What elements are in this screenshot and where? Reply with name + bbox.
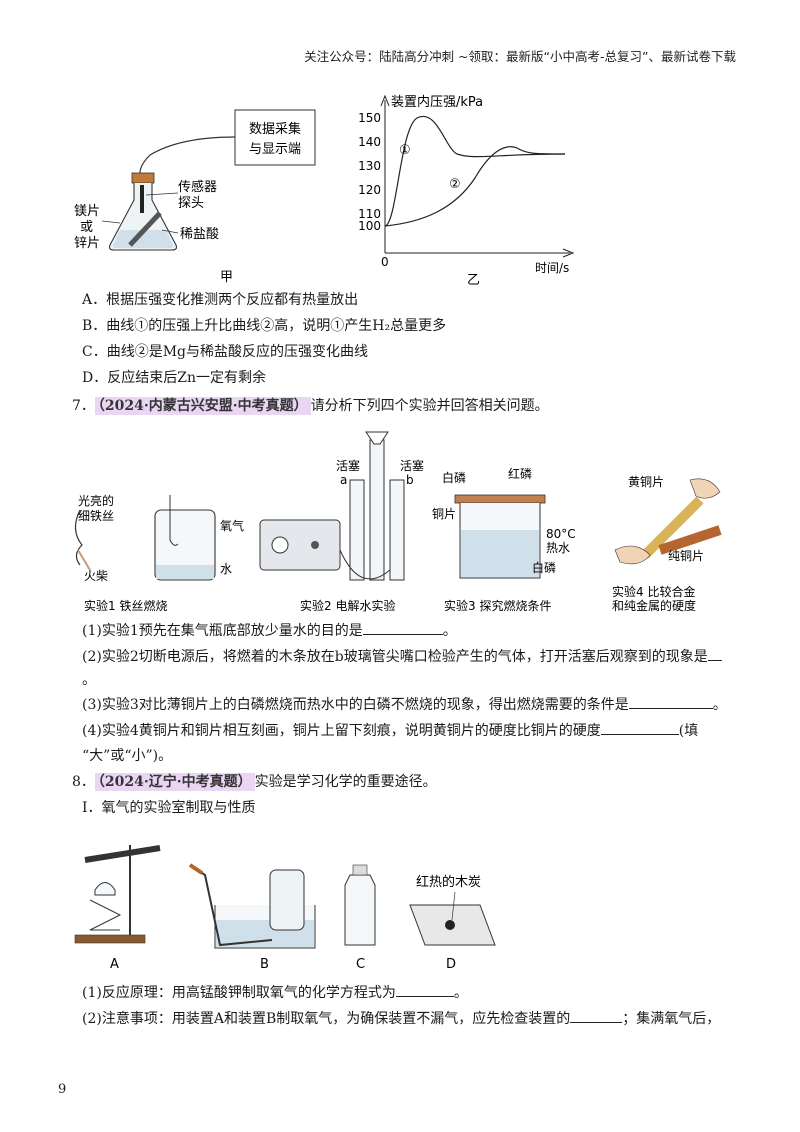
question-text: 请分析下列四个实验并回答相关问题。 bbox=[310, 398, 549, 414]
apparatus-a: A bbox=[74, 845, 161, 972]
svg-text:白磷: 白磷 bbox=[442, 470, 466, 485]
label-d-desc: 红热的木炭 bbox=[416, 874, 481, 890]
apparatus-b: B bbox=[188, 863, 316, 972]
question-text: 实验是学习化学的重要途径。 bbox=[254, 774, 437, 790]
curve-2-label: ② bbox=[449, 177, 461, 192]
experiment-2-diagram: 活塞 活塞 a b 实验2 电解水实验 bbox=[259, 431, 424, 613]
page-header: 关注公众号：陆陆高分冲刺 ~领取：最新版“小中高考-总复习”、最新试卷下载 bbox=[304, 49, 736, 64]
q8-sub1: (1)反应原理：用高锰酸钾制取氧气的化学方程式为。 bbox=[82, 982, 468, 1003]
svg-text:铜片: 铜片 bbox=[432, 506, 456, 521]
answer-blank[interactable] bbox=[395, 982, 454, 997]
tick-label: 130 bbox=[358, 159, 381, 173]
option-b: B．曲线①的压强上升比曲线②高，说明①产生H₂总量更多 bbox=[82, 318, 447, 334]
tick-label: 100 bbox=[358, 219, 381, 233]
answer-blank[interactable] bbox=[628, 694, 713, 709]
answer-blank[interactable] bbox=[600, 720, 679, 735]
stopper bbox=[131, 172, 155, 184]
label-sensor-2: 探头 bbox=[178, 196, 204, 211]
curve-2 bbox=[384, 146, 566, 227]
source-tag: （2024·辽宁·中考真题） bbox=[94, 773, 255, 791]
x-axis-label: 时间/s bbox=[535, 261, 569, 275]
svg-text:火柴: 火柴 bbox=[84, 569, 108, 583]
apparatus-d: 红热的木炭 D bbox=[409, 874, 496, 972]
option-c: C．曲线②是Mg与稀盐酸反应的压强变化曲线 bbox=[82, 344, 369, 360]
source-tag: （2024·内蒙古兴安盟·中考真题） bbox=[94, 397, 311, 415]
question-7-stem: 7．（2024·内蒙古兴安盟·中考真题）请分析下列四个实验并回答相关问题。 bbox=[72, 396, 549, 416]
question-8-stem: 8．（2024·辽宁·中考真题）实验是学习化学的重要途径。 bbox=[72, 772, 437, 792]
answer-blank[interactable] bbox=[362, 620, 443, 635]
figure-yi-graph: 装置内压强/kPa 时间/s 0 150 140 130 120 110 100… bbox=[358, 94, 575, 288]
tick-label: 120 bbox=[358, 183, 381, 197]
option-d: D．反应结束后Zn一定有剩余 bbox=[82, 370, 266, 386]
experiment-3-diagram: 白磷 红磷 铜片 80°C 热水 白磷 实验3 探究燃烧条件 bbox=[432, 466, 576, 613]
svg-text:黄铜片: 黄铜片 bbox=[628, 474, 664, 489]
q8-section-title: I．氧气的实验室制取与性质 bbox=[82, 800, 256, 816]
figure-q8-apparatus: A B C 红热的木炭 D bbox=[74, 845, 496, 972]
figure-jia: 数据采集 与显示端 传感器 探头 稀盐酸 镁片 或 锌片 甲 bbox=[74, 109, 316, 285]
page-number: 9 bbox=[58, 1082, 67, 1097]
metal-strip bbox=[128, 211, 162, 247]
label-sensor-1: 传感器 bbox=[178, 179, 217, 195]
svg-text:氧气: 氧气 bbox=[220, 518, 244, 533]
curve-1-label: ① bbox=[399, 143, 411, 158]
tick-label: 150 bbox=[358, 111, 381, 125]
svg-text:活塞: 活塞 bbox=[336, 458, 360, 473]
q7-sub4: (4)实验4黄铜片和铜片相互刻画，铜片上留下刻痕，说明黄铜片的硬度比铜片的硬度(… bbox=[82, 720, 698, 741]
svg-text:热水: 热水 bbox=[546, 541, 570, 555]
cable bbox=[139, 136, 236, 174]
sensor-probe bbox=[140, 185, 144, 213]
exp4-caption-2: 和纯金属的硬度 bbox=[612, 598, 696, 613]
curve-1 bbox=[384, 115, 566, 227]
q7-sub4-line2: “大”或“小”)。 bbox=[82, 748, 173, 764]
q7-sub3: (3)实验3对比薄铜片上的白磷燃烧而热水中的白磷不燃烧的现象，得出燃烧需要的条件… bbox=[82, 694, 727, 715]
svg-text:活塞: 活塞 bbox=[400, 458, 424, 473]
label-metal-2: 或 bbox=[80, 220, 93, 235]
label-acid: 稀盐酸 bbox=[180, 227, 219, 242]
svg-text:红磷: 红磷 bbox=[508, 466, 532, 481]
answer-blank[interactable] bbox=[570, 1008, 623, 1023]
exp3-caption: 实验3 探究燃烧条件 bbox=[444, 598, 551, 613]
option-a: A．根据压强变化推测两个反应都有热量放出 bbox=[82, 292, 359, 308]
label-c: C bbox=[356, 957, 365, 972]
y-axis-label: 装置内压强/kPa bbox=[391, 94, 483, 110]
q7-sub1: (1)实验1预先在集气瓶底部放少量水的目的是。 bbox=[82, 620, 457, 641]
answer-blank[interactable] bbox=[707, 646, 722, 661]
caption-yi: 乙 bbox=[467, 273, 480, 288]
experiment-1-diagram: 光亮的 细铁丝 火柴 氧气 水 实验1 铁丝燃烧 bbox=[74, 493, 244, 613]
svg-text:80°C: 80°C bbox=[546, 527, 576, 541]
q8-sub2: (2)注意事项：用装置A和装置B制取氧气，为确保装置不漏气，应先检查装置的；集满… bbox=[82, 1008, 720, 1029]
label-d: D bbox=[446, 957, 456, 972]
q7-sub2-end: 。 bbox=[82, 672, 96, 688]
label-a: A bbox=[110, 957, 119, 972]
caption-jia: 甲 bbox=[220, 270, 233, 285]
figure-q7-experiments: 光亮的 细铁丝 火柴 氧气 水 实验1 铁丝燃烧 活塞 活塞 a b 实验2 电… bbox=[74, 431, 722, 613]
origin-label: 0 bbox=[381, 255, 389, 269]
label-metal-1: 镁片 bbox=[74, 204, 100, 219]
box-text-1: 数据采集 bbox=[249, 121, 301, 137]
svg-text:a: a bbox=[340, 473, 347, 487]
experiment-4-diagram: 黄铜片 纯铜片 实验4 比较合金 和纯金属的硬度 bbox=[612, 474, 722, 613]
exp2-caption: 实验2 电解水实验 bbox=[300, 598, 395, 613]
q7-sub2: (2)实验2切断电源后，将燃着的木条放在b玻璃管尖嘴口检验产生的气体，打开活塞后… bbox=[82, 646, 722, 667]
box-text-2: 与显示端 bbox=[249, 142, 301, 157]
data-collector-box bbox=[234, 109, 316, 166]
question-number: 7． bbox=[72, 398, 95, 414]
exp1-caption: 实验1 铁丝燃烧 bbox=[84, 598, 167, 613]
svg-text:白磷: 白磷 bbox=[532, 560, 556, 575]
apparatus-c: C bbox=[344, 864, 376, 972]
label-b: B bbox=[260, 957, 269, 972]
question-number: 8． bbox=[72, 774, 95, 790]
label-metal-3: 锌片 bbox=[74, 236, 100, 251]
svg-text:水: 水 bbox=[220, 562, 232, 576]
tick-label: 140 bbox=[358, 135, 381, 149]
acid-liquid bbox=[112, 230, 174, 248]
svg-text:细铁丝: 细铁丝 bbox=[78, 509, 114, 523]
tick-label: 110 bbox=[358, 207, 381, 221]
svg-text:纯铜片: 纯铜片 bbox=[668, 548, 704, 563]
exp4-caption-1: 实验4 比较合金 bbox=[612, 584, 695, 599]
svg-text:光亮的: 光亮的 bbox=[78, 493, 114, 508]
svg-text:b: b bbox=[406, 473, 414, 487]
